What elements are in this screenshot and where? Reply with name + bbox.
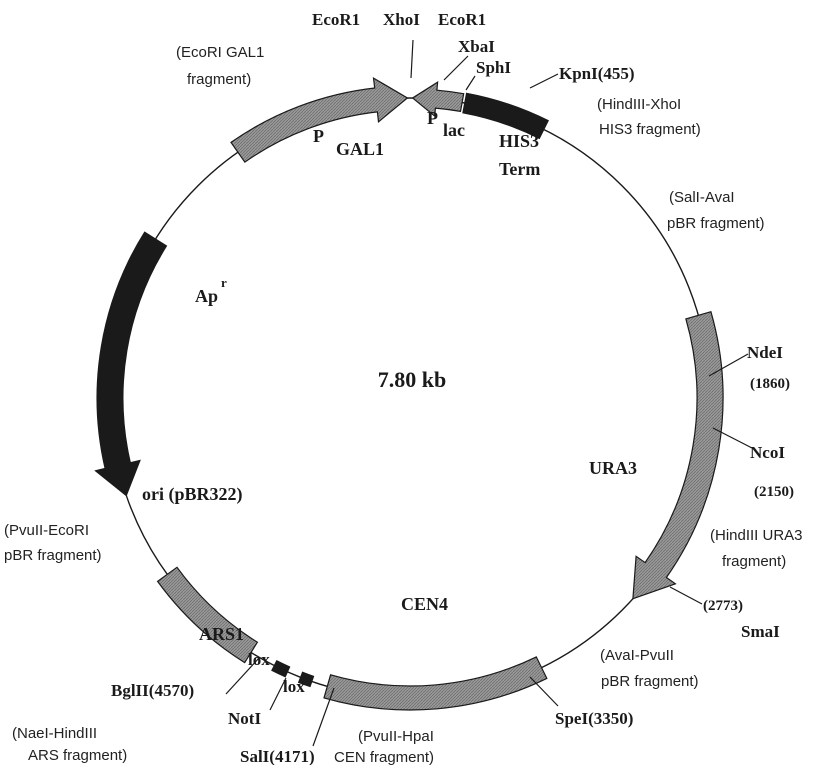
site-ncoi: NcoI [750, 443, 785, 462]
kpni-tick [529, 73, 559, 89]
pgal1-label: P GAL1 [313, 126, 384, 159]
ura3-arrow [632, 310, 724, 600]
site-kpni: KpnI(455) [559, 64, 635, 83]
svg-text:r: r [221, 275, 227, 290]
svg-text:(HindIII-XhoI: (HindIII-XhoI [597, 96, 681, 113]
svg-text:HIS3 fragment): HIS3 fragment) [599, 121, 701, 138]
noti-tick [269, 677, 287, 711]
site-noti: NotI [228, 709, 261, 728]
svg-text:(PvuII-HpaI: (PvuII-HpaI [358, 728, 434, 745]
xbai-tick [443, 55, 469, 81]
fragment-ecori-gal1: (EcoRI GAL1 fragment) [176, 44, 264, 88]
site-ndei-position: (1860) [750, 376, 790, 392]
site-ndei: NdeI [747, 343, 783, 362]
his3-term-label: Term [499, 159, 540, 179]
svg-text:(HindIII URA3: (HindIII URA3 [710, 527, 803, 544]
lox-site-2-block [297, 671, 315, 688]
fragment-pvuii-hpai: (PvuII-HpaI CEN fragment) [334, 728, 434, 765]
lox-site-1-block [271, 660, 291, 678]
spei-tick [529, 676, 559, 707]
fragment-sali-aval: (SalI-AvaI pBR fragment) [667, 189, 765, 232]
site-smai-position: (2773) [703, 598, 743, 614]
svg-text:(NaeI-HindIII: (NaeI-HindIII [12, 725, 97, 742]
bglii-tick [225, 657, 260, 695]
lox-label-2: lox [283, 677, 305, 696]
site-xbai: XbaI [458, 37, 495, 56]
svg-text:(AvaI-PvuII: (AvaI-PvuII [600, 647, 674, 664]
ura3-label: URA3 [589, 458, 637, 478]
svg-text:fragment): fragment) [722, 553, 786, 570]
site-smai: SmaI [741, 622, 780, 641]
svg-text:GAL1: GAL1 [336, 139, 384, 159]
fragment-hindiii-ura3: (HindIII URA3 fragment) [710, 527, 803, 570]
svg-text:(PvuII-EcoRI: (PvuII-EcoRI [4, 522, 89, 539]
svg-text:lac: lac [443, 120, 465, 140]
xhoi-tick [410, 39, 414, 79]
ndei-tick [708, 353, 749, 377]
cen4-block [323, 656, 548, 711]
ars1-block [156, 566, 259, 664]
fragment-hindiii-xhoi: (HindIII-XhoI HIS3 fragment) [597, 96, 701, 138]
fragment-naei-hindiii: (NaeI-HindIII ARS fragment) [12, 725, 127, 764]
svg-text:pBR fragment): pBR fragment) [667, 215, 765, 232]
plac-label: P lac [427, 108, 465, 140]
svg-text:P: P [313, 126, 324, 146]
smai-tick [669, 586, 703, 605]
ars1-label: ARS1 [199, 624, 244, 644]
apr-label: Ap r [195, 275, 227, 306]
svg-text:(SalI-AvaI: (SalI-AvaI [669, 189, 735, 206]
ori-label: ori (pBR322) [142, 484, 243, 505]
plasmid-size-label: 7.80 kb [378, 367, 446, 392]
ncoi-tick [712, 427, 753, 449]
site-ecor1-left: EcoR1 [312, 10, 360, 29]
sali-tick [312, 687, 335, 747]
his3-term-block [462, 92, 549, 140]
plac-promoter-arrow [411, 81, 465, 118]
his3-label: HIS3 [499, 131, 539, 151]
svg-text:CEN fragment): CEN fragment) [334, 749, 434, 765]
pgal1-promoter-arrow [230, 76, 409, 163]
site-sali: SalI(4171) [240, 747, 315, 765]
fragment-pvuii-ecori: (PvuII-EcoRI pBR fragment) [4, 522, 102, 564]
svg-text:(EcoRI GAL1: (EcoRI GAL1 [176, 44, 264, 61]
site-ncoi-position: (2150) [754, 484, 794, 500]
site-sphi: SphI [476, 58, 511, 77]
site-ecor1-right: EcoR1 [438, 10, 486, 29]
svg-text:ARS fragment): ARS fragment) [28, 747, 127, 764]
site-spei: SpeI(3350) [555, 709, 633, 728]
site-bglii: BglII(4570) [111, 681, 194, 700]
ampicillin-resistance-arrow [94, 231, 168, 497]
lox-label-1: lox [248, 650, 270, 669]
fragment-aval-pvuii: (AvaI-PvuII pBR fragment) [600, 647, 699, 690]
site-xhoi: XhoI [383, 10, 420, 29]
cen4-label: CEN4 [401, 594, 448, 614]
svg-text:pBR fragment): pBR fragment) [601, 673, 699, 690]
svg-text:pBR fragment): pBR fragment) [4, 547, 102, 564]
svg-text:fragment): fragment) [187, 71, 251, 88]
svg-text:Ap: Ap [195, 286, 218, 306]
sphi-tick [465, 75, 476, 91]
svg-text:P: P [427, 108, 438, 128]
